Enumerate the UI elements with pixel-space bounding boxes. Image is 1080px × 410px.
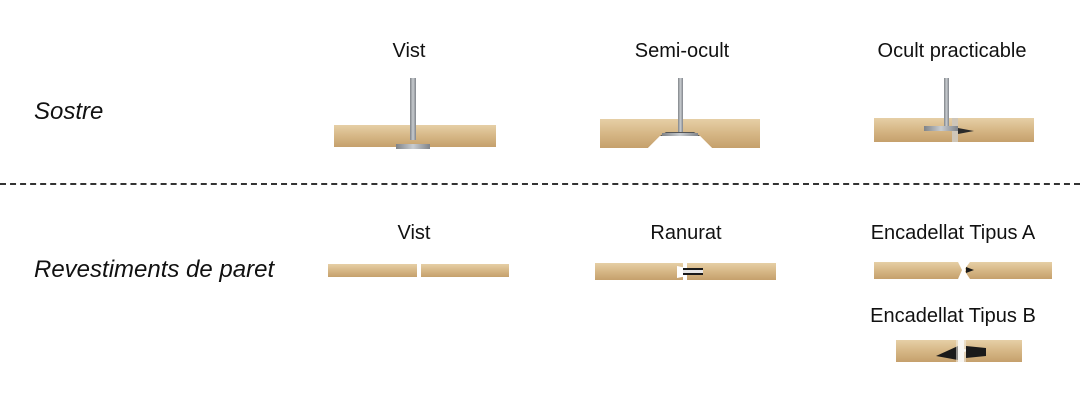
exposed-wall-joint-icon <box>328 264 509 277</box>
tongue-groove-type-a-icon <box>874 262 1052 279</box>
caption-encadellat-a: Encadellat Tipus A <box>870 222 1036 244</box>
semi-hidden-ceiling-joint-icon <box>600 78 760 148</box>
caption-sostre-semi-ocult: Semi-ocult <box>634 40 730 62</box>
caption-encadellat-b: Encadellat Tipus B <box>870 305 1036 327</box>
caption-paret-ranurat: Ranurat <box>650 222 722 244</box>
section-divider <box>0 183 1080 185</box>
tongue-groove-type-b-icon <box>896 340 1022 362</box>
caption-sostre-ocult-practicable: Ocult practicable <box>877 40 1027 62</box>
caption-paret-vist: Vist <box>397 222 431 244</box>
grooved-wall-joint-icon <box>595 263 776 280</box>
exposed-ceiling-joint-icon <box>334 78 496 149</box>
row-label-sostre: Sostre <box>34 98 104 125</box>
caption-sostre-vist: Vist <box>392 40 426 62</box>
row-label-revestiments: Revestiments de paret <box>34 256 275 283</box>
hidden-accessible-ceiling-joint-icon <box>874 78 1034 142</box>
